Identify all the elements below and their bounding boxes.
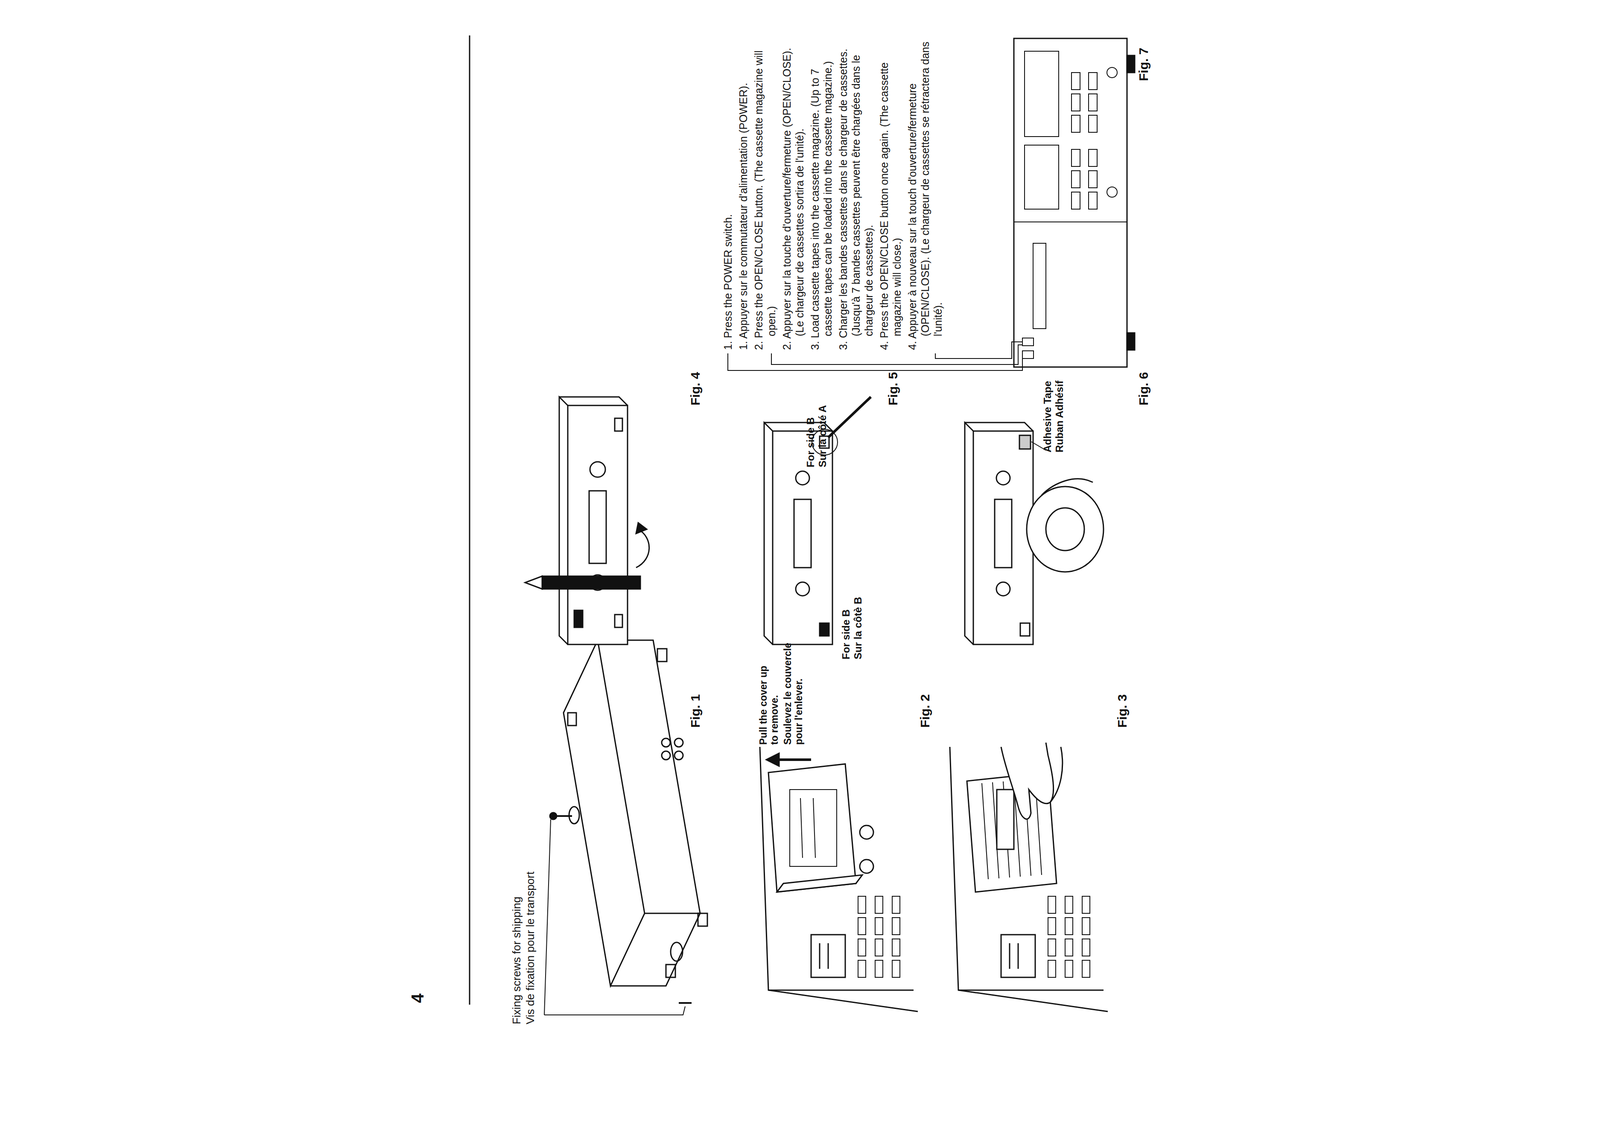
figure-caption: Sur la côtè B	[852, 596, 865, 660]
figure-caption: Sur la côté A	[816, 405, 829, 468]
instruction-step: 2. Press the OPEN/CLOSE button. (The cas…	[752, 34, 778, 351]
figure-caption: For side B	[840, 609, 853, 660]
figure-caption: Pull the cover up to remove.	[757, 663, 781, 745]
figure-label: Fig. 1	[688, 694, 704, 728]
figure-label: Fig. 5	[885, 372, 901, 406]
cassette-tape-figure	[964, 422, 1104, 645]
figure-caption: Vis de fixation pour le transport	[524, 871, 538, 1025]
cover-figure	[759, 747, 918, 1012]
page-number: 4	[407, 993, 428, 1004]
figure-label: Fig. 2	[917, 694, 933, 728]
instruction-step: 3. Charger les bandes cassettes dans le …	[836, 34, 876, 351]
figure-label: Fig. 3	[1115, 694, 1130, 728]
instruction-step: 4. Appuyer à nouveau sur la touch d'ouve…	[905, 34, 945, 351]
cassette-pencil-figure	[525, 397, 650, 645]
figure-label: Fig. 4	[688, 372, 704, 406]
instruction-step: 1. Appuyer sur le commutateur d'alimenta…	[736, 34, 750, 351]
page-rule	[469, 35, 471, 1005]
instruction-step: 2. Appuyer sur la touche d'ouverture/fer…	[780, 34, 806, 351]
figure-label: Fig. 6	[1136, 372, 1152, 406]
figure-caption: Adhesive Tape	[1041, 380, 1054, 453]
instruction-step: 3. Load cassette tapes into the cassette…	[808, 34, 835, 351]
instruction-step: 4. Press the OPEN/CLOSE button once agai…	[877, 34, 904, 351]
loading-figure	[949, 742, 1108, 1012]
figure-caption: Soulevez le couvercle pour l'enlever.	[782, 638, 805, 745]
figure-caption: Fixing screws for shipping	[510, 896, 524, 1025]
figure-caption: For side B	[804, 417, 817, 468]
instruction-steps: 1. Press the POWER switch.1. Appuyer sur…	[721, 34, 947, 351]
unit-figure	[544, 640, 708, 1016]
figure-caption: Ruban Adhésif	[1053, 380, 1066, 453]
instruction-step: 1. Press the POWER switch.	[721, 34, 735, 351]
figure-label: Fig. 7	[1136, 47, 1152, 82]
